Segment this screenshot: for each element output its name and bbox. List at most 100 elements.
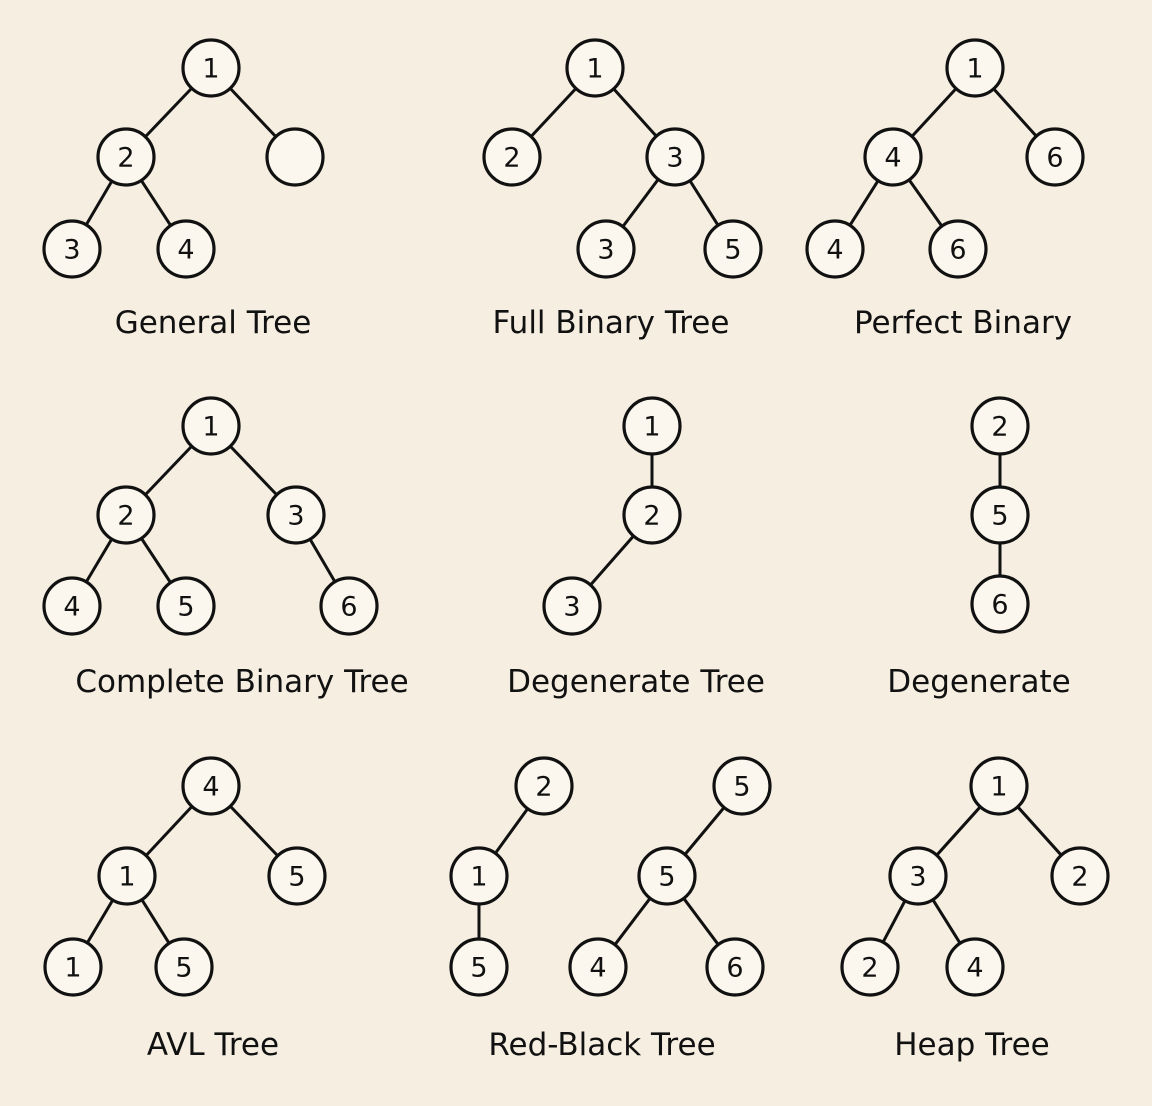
node-circle (449, 937, 509, 997)
tree-node: 5 (449, 937, 509, 997)
tree-node: 1 (181, 38, 241, 98)
tree-node: 2 (96, 485, 156, 545)
node-label: 5 (658, 862, 675, 893)
tree-node: 1 (945, 38, 1005, 98)
tree-degenerate: 256 (970, 396, 1030, 634)
node-label: 6 (949, 235, 966, 266)
tree-node: 3 (266, 485, 326, 545)
caption-degenerate-tree: Degenerate Tree (507, 664, 765, 700)
node-circle (96, 127, 156, 187)
node-circle (637, 846, 697, 906)
node-label: 2 (861, 953, 878, 984)
node-label: 2 (535, 772, 552, 803)
caption-degenerate: Degenerate (887, 664, 1070, 700)
tree-node: 3 (576, 219, 636, 279)
node-label: 1 (202, 412, 219, 443)
node-circle (267, 846, 327, 906)
tree-edge (613, 897, 652, 946)
tree-edge (494, 807, 529, 855)
node-circle (840, 937, 900, 997)
caption-general-tree: General Tree (115, 305, 312, 341)
node-label: 3 (563, 592, 580, 623)
node-circle (705, 937, 765, 997)
node-label: 6 (1046, 143, 1063, 174)
node-label: 4 (202, 772, 219, 803)
node-label: 1 (64, 953, 81, 984)
tree-avl-tree: 4 1 5 1 5 (43, 756, 327, 997)
node-circle (43, 937, 103, 997)
node-circle (576, 219, 636, 279)
tree-edge (144, 445, 193, 496)
tree-node: 5 (154, 937, 214, 997)
node-label: 2 (643, 501, 660, 532)
tree-node: 5 (712, 756, 772, 816)
tree-node: 1 (969, 756, 1029, 816)
tree-node: 2 (482, 127, 542, 187)
tree-general-tree: 1 2 3 4 (42, 38, 325, 279)
node-circle (1050, 846, 1110, 906)
tree-node: 1 (449, 846, 509, 906)
node-label: 1 (202, 54, 219, 85)
tree-node: 2 (840, 937, 900, 997)
tree-edge (683, 806, 726, 856)
node-circle (712, 756, 772, 816)
caption-red-black-tree: Red-Black Tree (488, 1027, 715, 1063)
node-circle (181, 756, 241, 816)
tree-edge (84, 538, 114, 583)
tree-node: 1 (43, 937, 103, 997)
tree-node: 4 (156, 219, 216, 279)
tree-node: 6 (928, 219, 988, 279)
node-circle (265, 127, 325, 187)
tree-node: 1 (565, 38, 625, 98)
tree-node: 2 (622, 485, 682, 545)
tree-node: 2 (514, 756, 574, 816)
tree-edge (229, 805, 279, 857)
tree-edge (992, 87, 1038, 138)
node-circle (97, 846, 157, 906)
node-label: 4 (63, 592, 80, 623)
node-label: 5 (470, 953, 487, 984)
node-label: 5 (733, 772, 750, 803)
tree-degenerate-tree: 123 (542, 396, 682, 636)
node-circle (945, 38, 1005, 98)
node-circle (928, 219, 988, 279)
node-label: 3 (909, 862, 926, 893)
tree-node: 3 (42, 219, 102, 279)
node-circle (42, 219, 102, 279)
node-circle (970, 485, 1030, 545)
node-circle (805, 219, 865, 279)
node-label: 6 (726, 953, 743, 984)
node-circle (319, 576, 379, 636)
tree-red-black-tree: 2 1 5 5 5 4 6 (449, 756, 772, 997)
node-label: 2 (117, 143, 134, 174)
tree-node: 4 (568, 937, 628, 997)
tree-node: 3 (888, 846, 948, 906)
node-label: 4 (589, 953, 606, 984)
node-label: 1 (966, 54, 983, 85)
node-circle (1025, 127, 1085, 187)
tree-node: 1 (97, 846, 157, 906)
node-circle (181, 396, 241, 456)
caption-full-binary-tree: Full Binary Tree (493, 305, 730, 341)
node-circle (266, 485, 326, 545)
node-circle (154, 937, 214, 997)
node-circle (449, 846, 509, 906)
node-label: 3 (666, 143, 683, 174)
tree-node: 2 (1050, 846, 1110, 906)
caption-avl-tree: AVL Tree (147, 1027, 279, 1063)
node-label: 5 (288, 862, 305, 893)
tree-edge (1016, 805, 1063, 857)
tree-edge (145, 805, 193, 857)
node-label: 4 (884, 143, 901, 174)
node-circle (969, 756, 1029, 816)
node-label: 4 (177, 235, 194, 266)
node-circle (156, 219, 216, 279)
node-label: 1 (470, 862, 487, 893)
node-label: 5 (177, 592, 194, 623)
node-label: 3 (63, 235, 80, 266)
